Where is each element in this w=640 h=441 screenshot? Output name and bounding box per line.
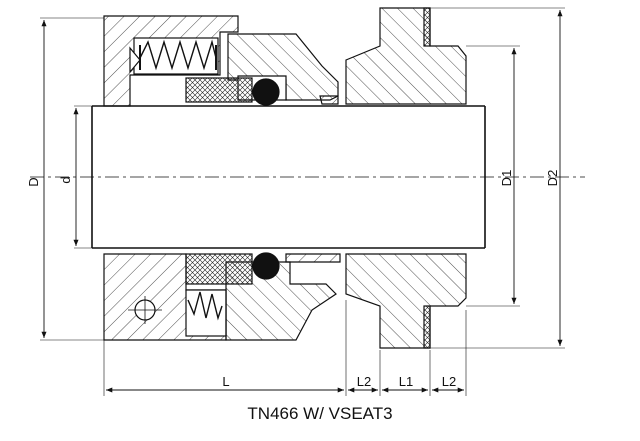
dim-label-D2: D2 — [545, 170, 560, 187]
lower-rotating-unit — [103, 252, 341, 341]
dim-label-L2-left: L2 — [357, 374, 371, 389]
packing-ring-upper — [185, 77, 253, 103]
drawing-caption: TN466 W/ VSEAT3 — [247, 404, 393, 423]
spring-upper — [139, 39, 217, 71]
dim-label-L2-right: L2 — [442, 374, 456, 389]
dim-label-D1: D1 — [499, 170, 514, 187]
o-ring-upper — [252, 78, 280, 106]
dim-label-L: L — [222, 374, 229, 389]
dim-label-D: D — [26, 177, 41, 186]
o-ring-lower — [252, 252, 280, 280]
dimension-lines — [40, 7, 565, 396]
stationary-seat-upper — [345, 7, 467, 105]
dim-label-L1: L1 — [399, 374, 413, 389]
dim-label-d: d — [58, 176, 73, 183]
spring-lower — [187, 291, 223, 321]
packing-ring-lower — [185, 253, 253, 285]
stationary-seat-lower — [345, 253, 467, 349]
upper-rotating-unit — [103, 15, 339, 107]
